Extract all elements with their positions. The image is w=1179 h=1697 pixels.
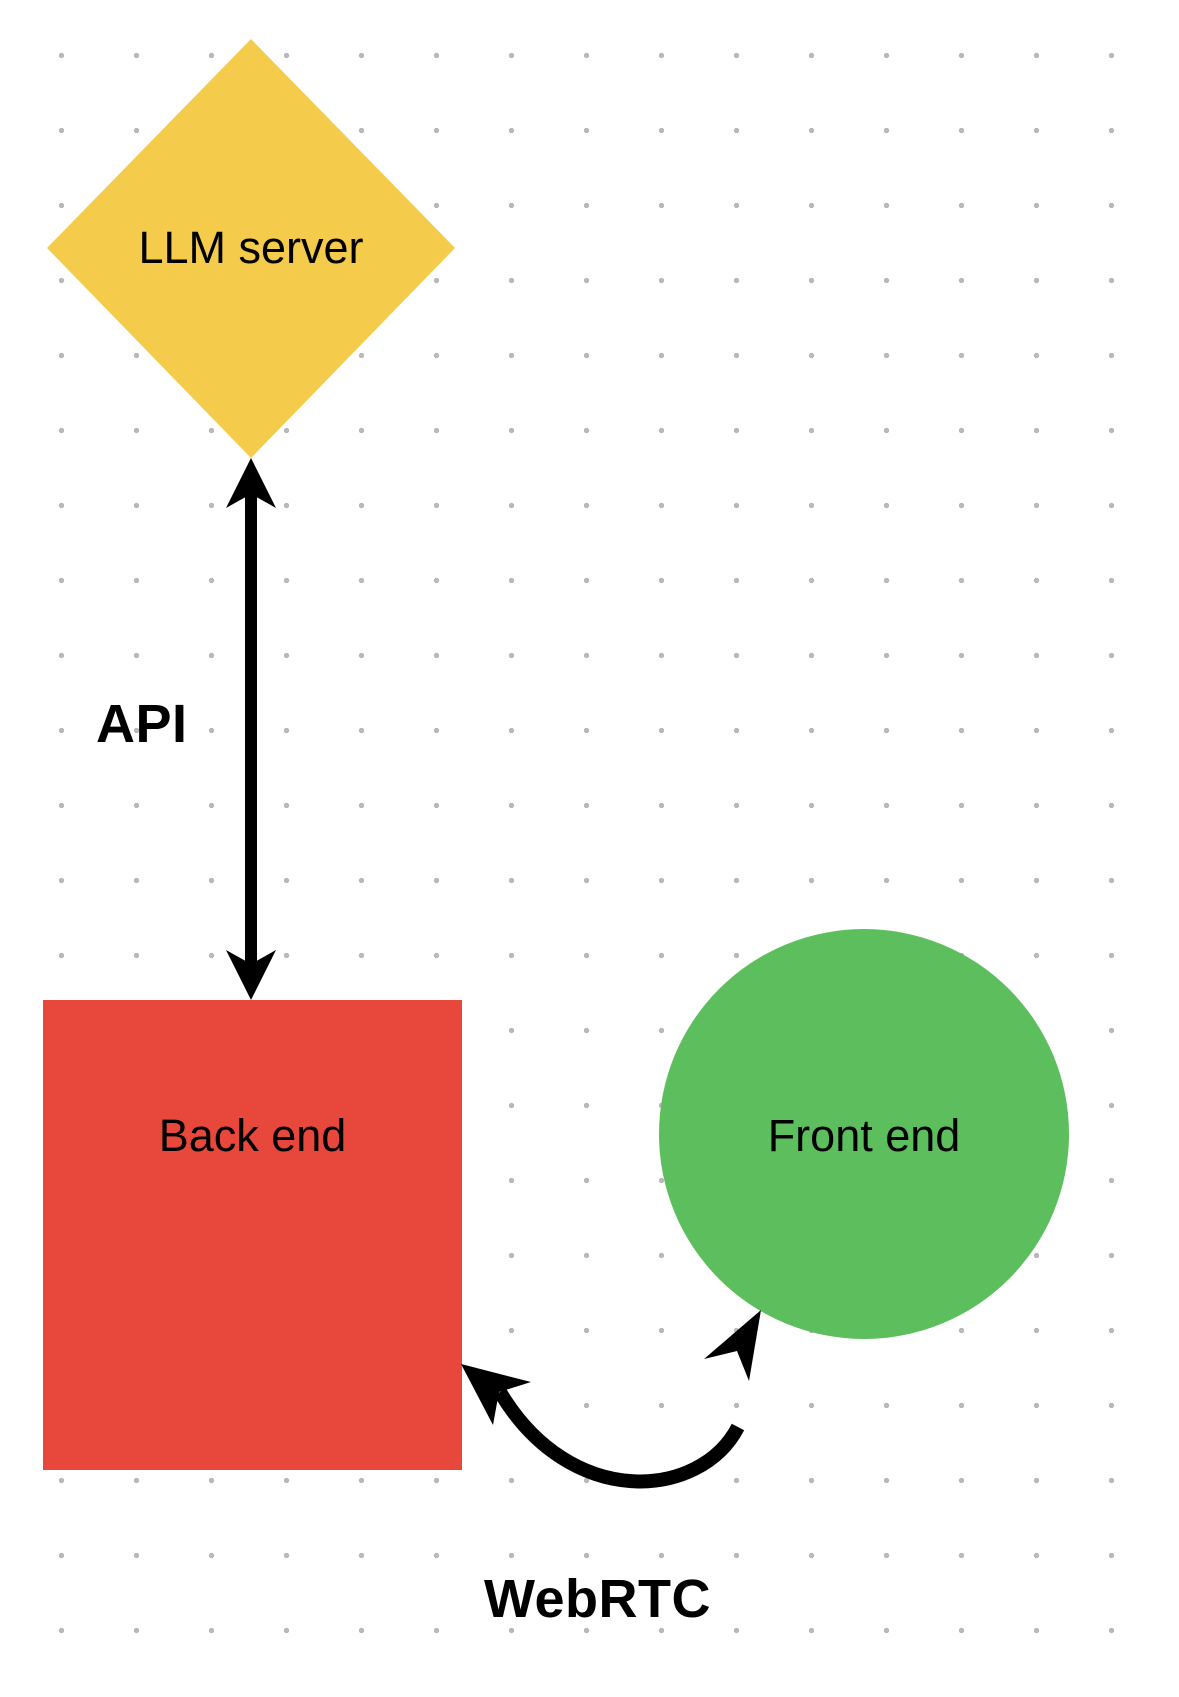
node-llm-server-shape[interactable]: [47, 39, 455, 458]
edge-webrtc-connector[interactable]: [461, 1310, 761, 1489]
arrowhead-up-icon: [226, 458, 276, 508]
edge-api-label: API: [96, 694, 188, 754]
node-front-end-shape[interactable]: [659, 929, 1069, 1339]
node-back-end-shape[interactable]: [43, 1000, 462, 1470]
edge-webrtc-label: WebRTC: [484, 1569, 711, 1629]
edge-api-connector[interactable]: [226, 458, 276, 1000]
arrowhead-left-icon: [461, 1364, 531, 1425]
node-front-end-label: Front end: [767, 1110, 961, 1161]
arrowhead-right-icon: [704, 1310, 761, 1381]
node-back-end-label: Back end: [158, 1110, 347, 1161]
node-llm-server-label: LLM server: [138, 222, 364, 273]
arrowhead-down-icon: [226, 950, 276, 1000]
